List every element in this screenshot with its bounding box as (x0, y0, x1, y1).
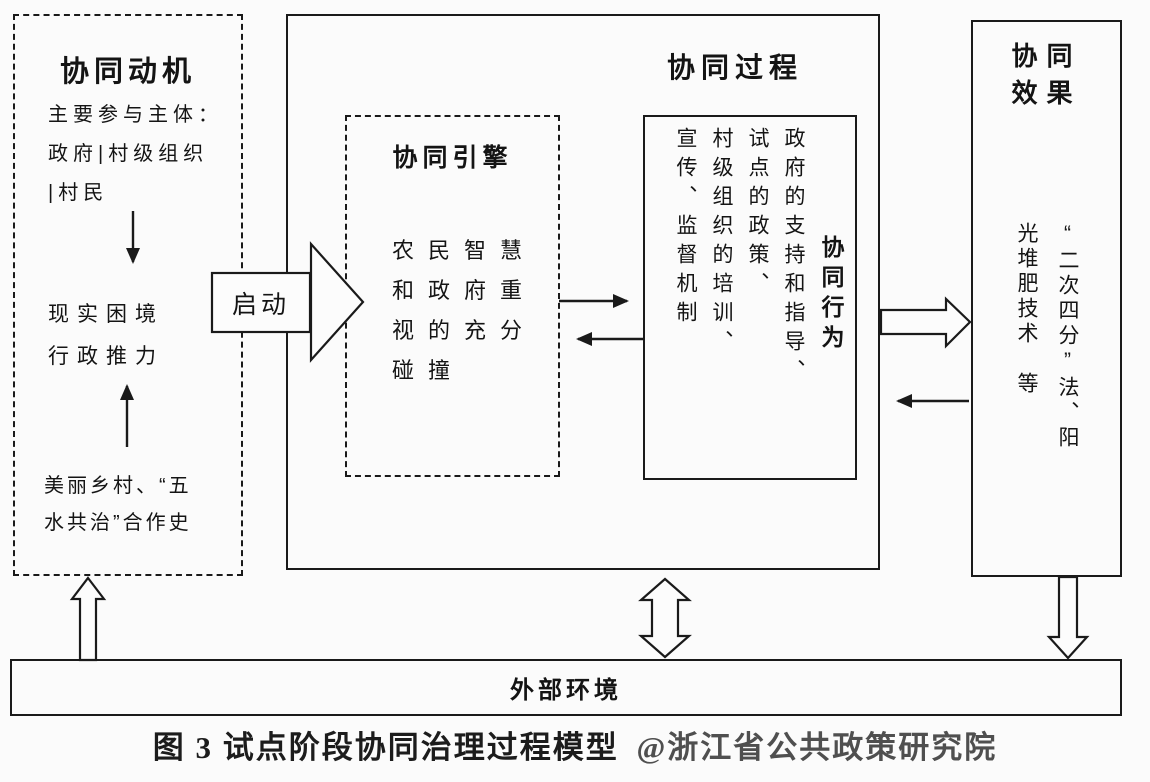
action-column-3: 村级组织的培训、 (710, 127, 733, 359)
motivation-pressures: 现实困境 行政推力 (48, 294, 164, 378)
pressure-line-1: 现实困境 (48, 303, 164, 326)
action-content: 协同行为 政府的支持和指导、 试点的政策、 村级组织的培训、 宣传、监督机制 (657, 127, 847, 472)
action-label: 协同行为 (818, 235, 844, 355)
history-line-1: 美丽乡村、“五 (44, 475, 192, 497)
action-box (643, 115, 857, 480)
engine-line-3: 视的充分 (392, 318, 537, 343)
effect-title: 协同 效果 (971, 38, 1122, 112)
environment-to-motivation-arrow (69, 576, 107, 662)
effect-box (971, 20, 1122, 577)
participants-line-3: |村民 (48, 182, 109, 204)
action-column-4: 宣传、监督机制 (674, 127, 697, 330)
watermark-text: @浙江省公共政策研究院 (636, 730, 998, 765)
history-line-2: 水共治”合作史 (44, 512, 192, 534)
action-column-2: 试点的政策、 (746, 127, 769, 301)
start-arrow-label: 启动 (231, 290, 290, 319)
caption-row: 图 3 试点阶段协同治理过程模型 @浙江省公共政策研究院 (0, 722, 1150, 767)
engine-line-1: 农民智慧 (392, 238, 537, 263)
effect-title-line-1: 协同 (1011, 41, 1082, 71)
process-environment-double-arrow (638, 577, 692, 659)
effect-column-2: 光堆肥技术 等 (1015, 222, 1038, 397)
engine-line-2: 和政府重 (392, 278, 537, 303)
engine-line-4: 碰撞 (392, 358, 465, 383)
motivation-title: 协同动机 (59, 56, 196, 88)
effect-title-line-2: 效果 (1011, 78, 1082, 108)
participants-line-1: 主要参与主体： (48, 104, 223, 126)
engine-title: 协同引擎 (392, 144, 513, 172)
process-title: 协同过程 (666, 52, 803, 83)
action-column-1: 政府的支持和指导、 (782, 127, 805, 388)
environment-label: 外部环境 (510, 677, 622, 704)
pressure-line-2: 行政推力 (48, 345, 164, 368)
figure-caption: 图 3 试点阶段协同治理过程模型 (152, 730, 619, 765)
environment-box (10, 659, 1122, 716)
participants-line-2: 政府|村级组织 (48, 143, 209, 165)
motivation-participants: 主要参与主体： 政府|村级组织 |村民 (48, 96, 223, 213)
effect-to-environment-arrow (1046, 575, 1090, 660)
engine-text: 农民智慧 和政府重 视的充分 碰撞 (392, 231, 536, 391)
effect-content: “二次四分”法、阳 光堆肥技术 等 (971, 222, 1122, 472)
effect-column-1: “二次四分”法、阳 (1056, 222, 1079, 451)
process-to-effect-arrow (879, 296, 972, 349)
motivation-history: 美丽乡村、“五 水共治”合作史 (44, 468, 192, 542)
